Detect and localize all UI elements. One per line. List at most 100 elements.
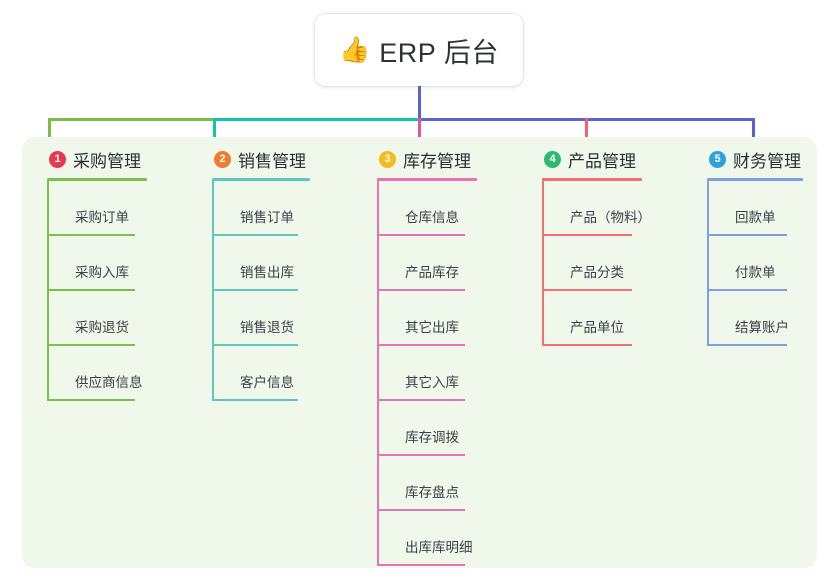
list-item-label: 销售订单 <box>240 210 294 225</box>
list-item[interactable]: 其它入库 <box>377 346 477 401</box>
list-item-rule <box>707 344 787 346</box>
list-item[interactable]: 结算账户 <box>707 291 803 346</box>
list-item-rule <box>377 344 465 346</box>
column-header-rule-1 <box>47 178 147 181</box>
column-badge-2: 2 <box>214 150 231 168</box>
column-badge-5: 5 <box>709 150 726 168</box>
column-stem-5 <box>707 181 709 346</box>
connector-drop-product <box>585 118 588 150</box>
list-item-label: 产品（物料） <box>570 210 651 225</box>
list-item[interactable]: 采购退货 <box>47 291 147 346</box>
list-item-label: 采购退货 <box>75 320 129 335</box>
list-item[interactable]: 回款单 <box>707 181 803 236</box>
list-item-rule <box>542 344 632 346</box>
connector-drop-purchasing <box>48 118 51 150</box>
list-item-label: 销售退货 <box>240 320 294 335</box>
column-body-4: 产品（物料） 产品分类产品单位 <box>542 181 651 346</box>
list-item-rule <box>377 454 465 456</box>
list-item[interactable]: 产品库存 <box>377 236 477 291</box>
list-item-label: 仓库信息 <box>405 210 459 225</box>
list-item-rule <box>377 289 465 291</box>
column-badge-4: 4 <box>544 150 561 168</box>
list-item-rule <box>212 344 298 346</box>
list-item[interactable]: 产品（物料） <box>542 181 651 236</box>
column-title-3: 库存管理 <box>403 151 471 171</box>
list-item-label: 客户信息 <box>240 375 294 390</box>
column-stem-2 <box>212 181 214 401</box>
list-item-rule <box>377 564 465 566</box>
column-title-2: 销售管理 <box>238 151 306 171</box>
list-item-rule <box>707 234 787 236</box>
list-item-rule <box>212 234 298 236</box>
connector-bar-teal <box>213 118 421 121</box>
list-item[interactable]: 采购入库 <box>47 236 147 291</box>
list-item-rule <box>377 234 465 236</box>
root-node-erp-backend[interactable]: 👍 ERP 后台 <box>315 14 523 86</box>
column-5: 5 财务管理回款单付款单结算账户 <box>707 147 803 346</box>
list-item-rule <box>47 289 135 291</box>
list-item[interactable]: 产品分类 <box>542 236 642 291</box>
column-3: 3 库存管理仓库信息产品库存其它出库其它入库库存调拨库存盘点出库库明细 <box>377 147 477 566</box>
column-header-2[interactable]: 2 销售管理 <box>212 147 310 171</box>
list-item-label: 付款单 <box>735 265 776 280</box>
list-item-rule <box>707 289 787 291</box>
list-item-label: 供应商信息 <box>75 375 143 390</box>
column-body-3: 仓库信息产品库存其它出库其它入库库存调拨库存盘点出库库明细 <box>377 181 477 566</box>
list-item-label: 采购入库 <box>75 265 129 280</box>
list-item-label: 出库库明细 <box>405 540 473 555</box>
list-item-label: 产品分类 <box>570 265 624 280</box>
column-stem-3 <box>377 181 379 566</box>
connector-bar-green <box>48 118 216 121</box>
list-item-label: 回款单 <box>735 210 776 225</box>
list-item[interactable]: 销售出库 <box>212 236 310 291</box>
list-item[interactable]: 采购订单 <box>47 181 147 236</box>
list-item[interactable]: 库存调拨 <box>377 401 477 456</box>
connector-trunk <box>418 86 421 121</box>
list-item-label: 其它入库 <box>405 375 459 390</box>
branches-panel <box>22 137 817 568</box>
root-node-title: ERP 后台 <box>379 37 499 68</box>
list-item-label: 采购订单 <box>75 210 129 225</box>
column-title-5: 财务管理 <box>733 151 801 171</box>
list-item-label: 库存调拨 <box>405 430 459 445</box>
list-item-label: 销售出库 <box>240 265 294 280</box>
list-item[interactable]: 客户信息 <box>212 346 310 401</box>
column-body-1: 采购订单采购入库采购退货供应商信息 <box>47 181 147 401</box>
list-item-rule <box>212 289 298 291</box>
list-item-rule <box>47 234 135 236</box>
list-item[interactable]: 销售订单 <box>212 181 310 236</box>
column-title-1: 采购管理 <box>73 151 141 171</box>
connector-drop-inventory <box>418 118 421 150</box>
list-item[interactable]: 其它出库 <box>377 291 477 346</box>
column-header-5[interactable]: 5 财务管理 <box>707 147 803 171</box>
list-item[interactable]: 仓库信息 <box>377 181 477 236</box>
list-item[interactable]: 产品单位 <box>542 291 642 346</box>
list-item[interactable]: 付款单 <box>707 236 803 291</box>
connector-drop-finance <box>752 118 755 150</box>
list-item-rule <box>542 234 632 236</box>
column-badge-3: 3 <box>379 150 396 168</box>
connector-drop-sales <box>213 118 216 150</box>
list-item-label: 库存盘点 <box>405 485 459 500</box>
list-item-rule <box>542 289 632 291</box>
list-item-label: 产品库存 <box>405 265 459 280</box>
list-item[interactable]: 库存盘点 <box>377 456 477 511</box>
column-2: 2 销售管理销售订单销售出库销售退货客户信息 <box>212 147 310 401</box>
list-item[interactable]: 销售退货 <box>212 291 310 346</box>
column-header-3[interactable]: 3 库存管理 <box>377 147 477 171</box>
list-item[interactable]: 供应商信息 <box>47 346 147 401</box>
list-item-rule <box>47 344 135 346</box>
column-header-rule-2 <box>212 178 310 181</box>
column-stem-1 <box>47 181 49 401</box>
column-body-5: 回款单付款单结算账户 <box>707 181 803 346</box>
list-item[interactable]: 出库库明细 <box>377 511 477 566</box>
list-item-label: 其它出库 <box>405 320 459 335</box>
list-item-rule <box>377 399 465 401</box>
list-item-label: 结算账户 <box>735 320 789 335</box>
thumbs-up-icon: 👍 <box>339 35 371 64</box>
